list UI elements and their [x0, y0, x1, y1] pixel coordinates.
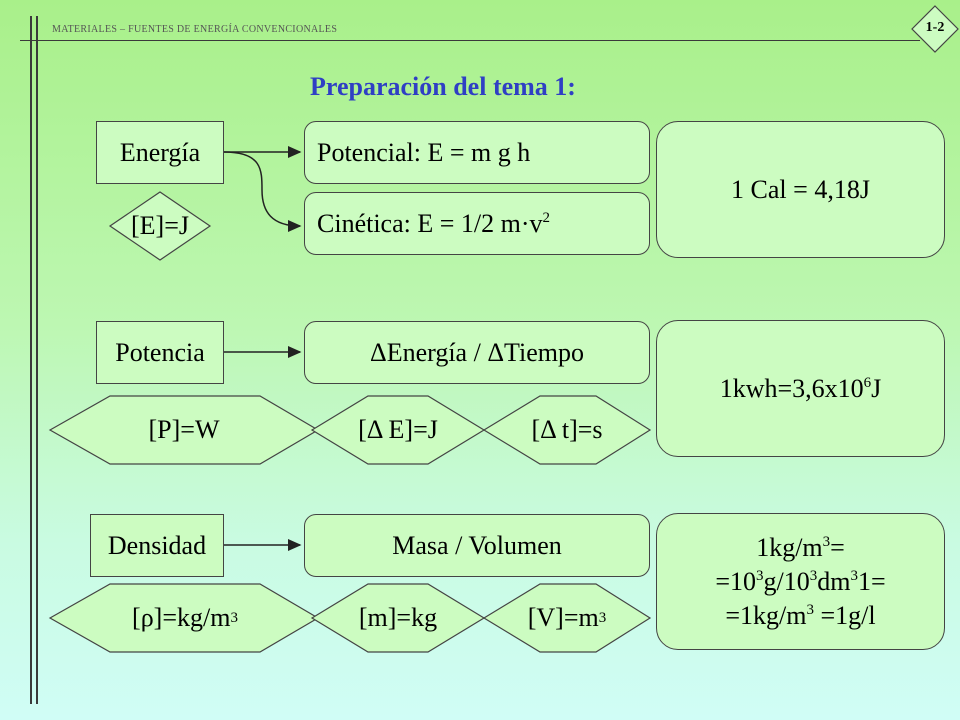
concept-label-energia: Energía [119, 137, 201, 167]
unit-label-energia: [E]=J [131, 211, 189, 240]
unit-label-potencia: [P]=W [148, 415, 220, 444]
conversion-box-density: 1kg/m3= =103g/103dm31= =1kg/m3 =1g/l [656, 513, 945, 650]
diamond-energia-unit [108, 191, 212, 261]
concept-label-potencia: Potencia [115, 337, 205, 367]
unit-label-energy: [Δ E]=J [358, 415, 438, 444]
formula-box-potencial: Potencial: E = m g h [304, 121, 650, 184]
formula-cinetica: Cinética: E = 1/2 m·v2 [317, 208, 551, 238]
header-subject: MATERIALES – FUENTES DE ENERGÍA CONVENCI… [52, 24, 338, 35]
concept-box-densidad: Densidad [90, 514, 224, 577]
frame-line-top [20, 40, 920, 41]
formula-box-densidad: Masa / Volumen [304, 514, 650, 577]
formula-potencia: ΔEnergía / ΔTiempo [370, 337, 584, 367]
formula-box-cinetica: Cinética: E = 1/2 m·v2 [304, 192, 650, 255]
concept-box-energia: Energía [96, 121, 224, 184]
diamond-time-unit [482, 395, 652, 465]
conversion-cal: 1 Cal = 4,18J [731, 174, 870, 204]
conversion-box-kwh: 1kwh=3,6x106J [656, 320, 945, 457]
formula-potencial: Potencial: E = m g h [317, 137, 531, 167]
frame-line-left-2 [36, 16, 38, 704]
conversion-density-line1: 1kg/m3= [756, 532, 845, 562]
conversion-density-line3: =1kg/m3 =1g/l [725, 600, 876, 630]
frame-line-left-1 [30, 16, 32, 704]
conversion-box-cal: 1 Cal = 4,18J [656, 121, 945, 258]
conversion-density-line2: =103g/103dm31= [715, 566, 886, 596]
unit-label-mass: [m]=kg [358, 603, 438, 632]
conversion-kwh: 1kwh=3,6x106J [719, 373, 882, 403]
diamond-volume-unit [482, 583, 652, 653]
slide-number: 1-2 [925, 20, 945, 35]
arrow-energia-cinetica [223, 151, 302, 232]
formula-box-potencia: ΔEnergía / ΔTiempo [304, 321, 650, 384]
page-title: Preparación del tema 1: [310, 72, 576, 101]
unit-label-time: [Δ t]=s [531, 415, 603, 444]
slide-number-badge [911, 5, 959, 53]
formula-densidad: Masa / Volumen [392, 530, 562, 560]
concept-label-densidad: Densidad [107, 530, 207, 560]
concept-box-potencia: Potencia [96, 321, 224, 384]
